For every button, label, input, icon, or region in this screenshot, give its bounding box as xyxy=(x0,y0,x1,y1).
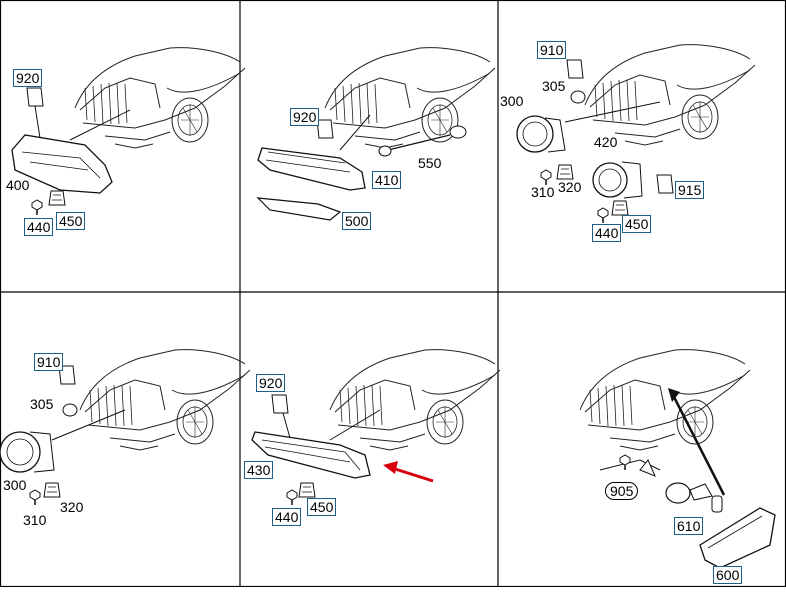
callout-500: 500 xyxy=(342,212,372,230)
callout-440: 440 xyxy=(24,218,54,236)
mirror-lamp-lens xyxy=(699,507,776,569)
callout-550: 550 xyxy=(418,155,442,171)
callout-905: 905 xyxy=(605,482,639,500)
callout-320: 320 xyxy=(558,179,582,195)
callout-440: 440 xyxy=(272,508,302,526)
callout-310: 310 xyxy=(23,512,47,528)
callout-320: 320 xyxy=(60,499,84,515)
panel-4-drawing xyxy=(0,349,251,506)
callout-420: 420 xyxy=(594,134,618,150)
panel-5-drawing xyxy=(251,349,501,506)
callout-450: 450 xyxy=(307,498,337,516)
callout-920: 920 xyxy=(13,69,43,87)
panel-2-drawing xyxy=(256,47,496,221)
fog-lamp-left xyxy=(516,115,554,153)
callout-310: 310 xyxy=(531,184,555,200)
panel-3-drawing xyxy=(516,44,756,224)
callout-400: 400 xyxy=(6,177,30,193)
headlamp-part xyxy=(11,134,113,194)
callout-920: 920 xyxy=(256,374,286,392)
callout-920: 920 xyxy=(290,108,320,126)
callout-430: 430 xyxy=(244,461,274,479)
indicator-arrow xyxy=(391,466,434,483)
callout-440: 440 xyxy=(592,224,622,242)
fog-lamp xyxy=(0,431,41,473)
callout-300: 300 xyxy=(500,93,524,109)
callout-410: 410 xyxy=(372,171,402,189)
callout-600: 600 xyxy=(713,566,743,584)
daytime-light-part xyxy=(257,147,366,191)
fog-lamp-right xyxy=(592,162,628,198)
callout-910: 910 xyxy=(537,41,567,59)
callout-300: 300 xyxy=(3,477,27,493)
callout-305: 305 xyxy=(30,396,54,412)
callout-450: 450 xyxy=(56,212,86,230)
callout-305: 305 xyxy=(542,78,566,94)
callout-450: 450 xyxy=(622,215,652,233)
callout-610: 610 xyxy=(674,517,704,535)
callout-910: 910 xyxy=(34,353,64,371)
panel-6-drawing xyxy=(579,349,776,569)
callout-915: 915 xyxy=(675,181,705,199)
panel-1-drawing xyxy=(11,47,246,216)
